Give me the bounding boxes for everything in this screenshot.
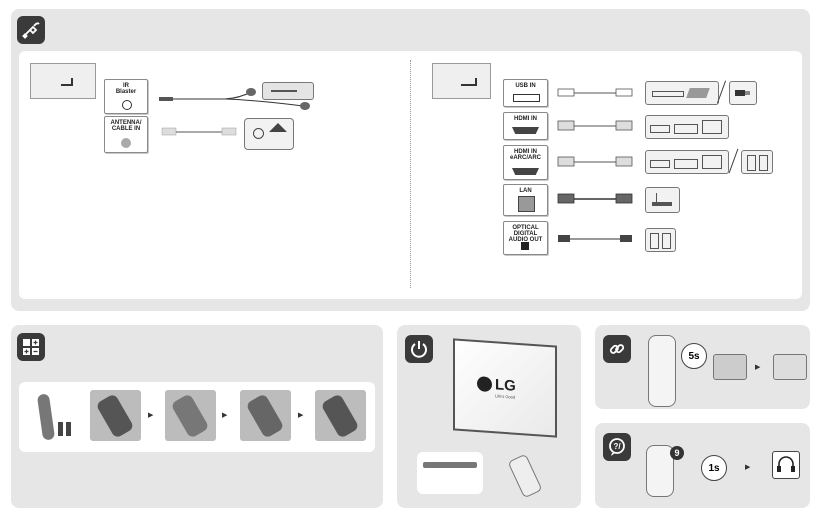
cable-plug-icon	[17, 16, 45, 44]
remote-power-press	[505, 452, 545, 499]
lg-slogan: Life's Good	[495, 393, 516, 400]
step-arrow-1: ▶	[148, 412, 154, 419]
battery-step-1	[90, 390, 141, 441]
soundbar-speakers	[741, 150, 773, 174]
hdmi-cable	[557, 120, 633, 131]
optical-out-label: OPTICAL DIGITAL AUDIO OUT	[508, 225, 543, 243]
optical-cable	[558, 235, 632, 242]
optical-out-port: OPTICAL DIGITAL AUDIO OUT	[503, 221, 548, 255]
ir-blaster-cable	[159, 88, 310, 110]
battery-step-3	[240, 390, 291, 441]
pairing-arrow: ▶	[755, 364, 761, 371]
tv-after-pairing	[773, 354, 807, 380]
lg-logo-circle	[477, 376, 492, 393]
ir-blaster-port: IR Blaster	[104, 79, 148, 114]
battery-plus-minus-icon	[17, 333, 45, 361]
hdmi-devices	[645, 115, 729, 139]
wall-antenna-outlet	[244, 118, 294, 150]
link-icon	[603, 335, 631, 363]
help-button-badge: 9	[670, 446, 684, 460]
tv-side-right	[432, 63, 491, 99]
svg-text:?/: ?/	[613, 442, 621, 451]
pairing-timer: 5s	[681, 343, 707, 369]
router-device	[645, 187, 680, 213]
antenna-cable	[161, 127, 237, 136]
ir-blaster-label: IR Blaster	[115, 83, 137, 95]
dotted-divider	[410, 60, 411, 288]
tv-side-left	[30, 63, 96, 99]
tv-bottom-closeup	[417, 452, 483, 494]
help-seconds: 1s	[708, 462, 720, 474]
audio-speakers	[645, 228, 676, 252]
remote-and-batteries	[36, 392, 78, 442]
tv-screen: LG Life's Good	[453, 338, 557, 438]
question-bubble-icon: ?/	[603, 433, 631, 461]
tv-before-pairing	[713, 354, 747, 380]
usb-drive-device	[645, 81, 719, 105]
battery-step-4	[315, 390, 366, 441]
pairing-remote	[648, 335, 676, 407]
usb-in-port: USB IN	[503, 79, 548, 107]
cable-box	[262, 82, 314, 100]
power-icon	[405, 335, 433, 363]
lan-label: LAN	[519, 188, 532, 194]
headset-support-icon	[772, 451, 800, 479]
battery-step-2	[165, 390, 216, 441]
hdmi-in-label: HDMI IN	[514, 116, 537, 122]
help-remote	[646, 445, 674, 497]
hdmi-in-port: HDMI IN	[503, 112, 548, 140]
lan-cable	[557, 193, 633, 204]
usb-stick-device	[729, 81, 757, 105]
lg-logo-text: LG	[495, 376, 516, 395]
step-arrow-2: ▶	[222, 412, 228, 419]
hdmi-earc-cable	[557, 156, 633, 167]
usb-cable	[557, 88, 633, 97]
help-timer: 1s	[701, 455, 727, 481]
help-arrow: ▶	[745, 464, 751, 471]
hdmi-earc-devices	[645, 150, 729, 174]
usb-in-label: USB IN	[515, 83, 536, 89]
help-button-number: 9	[674, 448, 680, 458]
antenna-port: ANTENNA/ CABLE IN	[104, 116, 148, 153]
hdmi-earc-label: HDMI IN eARC/ARC	[509, 149, 541, 161]
pairing-seconds: 5s	[688, 350, 700, 362]
antenna-label: ANTENNA/ CABLE IN	[110, 120, 142, 132]
lan-port: LAN	[503, 184, 548, 216]
hdmi-earc-port: HDMI IN eARC/ARC	[503, 145, 548, 180]
step-arrow-3: ▶	[298, 412, 304, 419]
